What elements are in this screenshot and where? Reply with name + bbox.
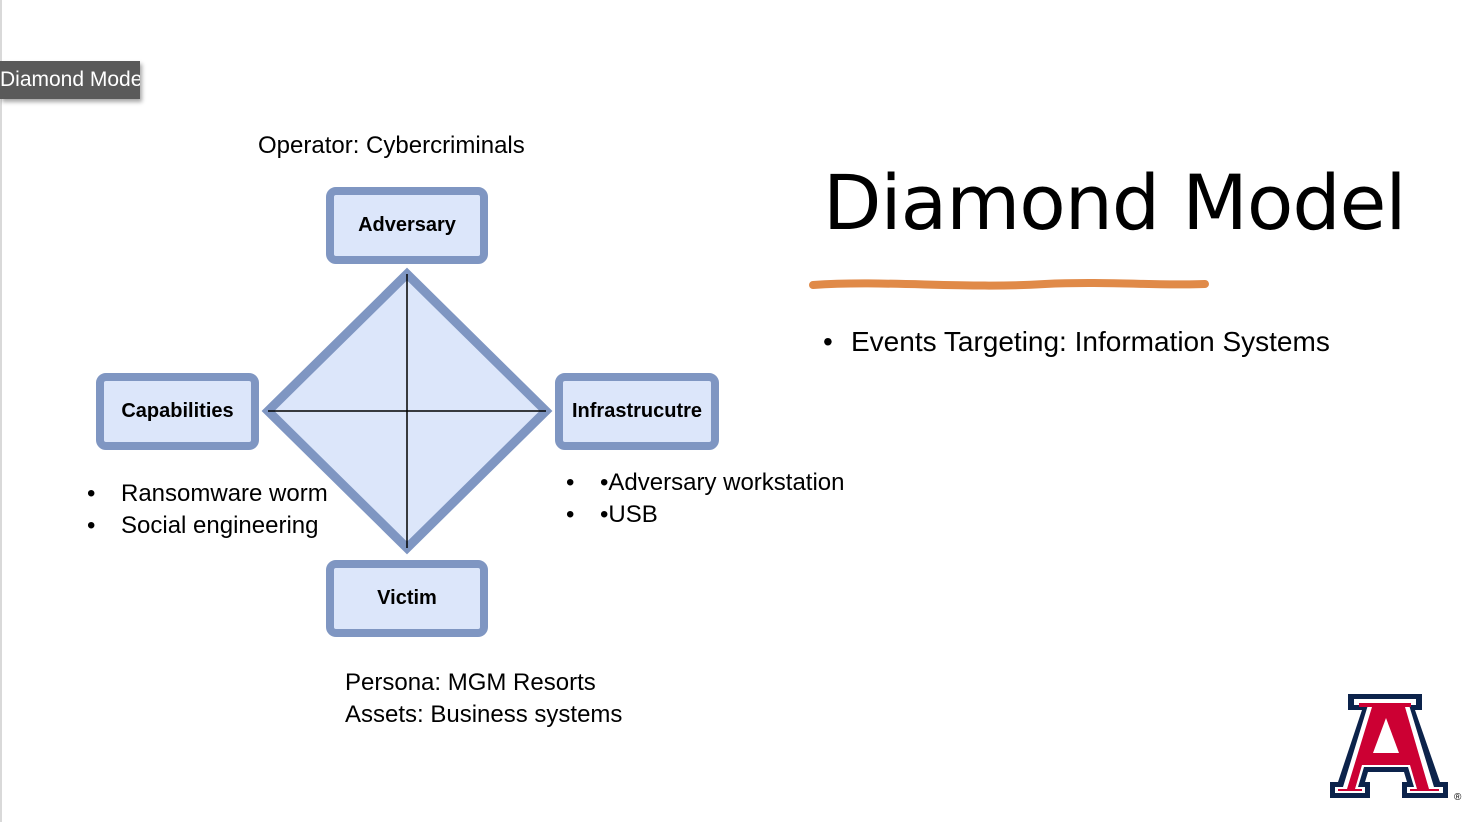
victim-info: Persona: MGM Resorts Assets: Business sy…: [345, 667, 622, 731]
victim-assets: Assets: Business systems: [345, 701, 623, 728]
victim-persona: Persona: MGM Resorts: [345, 669, 596, 696]
list-item: Social engineering: [87, 510, 328, 542]
list-item: Ransomware worm: [87, 478, 328, 510]
slide-title: Diamond Model: [823, 158, 1406, 247]
title-bullets: Events Targeting: Information Systems: [823, 325, 1330, 359]
infrastructure-list: •Adversary workstation •USB: [566, 467, 845, 531]
node-victim: Victim: [326, 560, 488, 637]
registered-mark: ®: [1454, 792, 1462, 803]
capabilities-list: Ransomware worm Social engineering: [87, 478, 328, 542]
node-adversary: Adversary: [326, 187, 488, 264]
title-underline: [809, 279, 1209, 290]
node-capabilities: Capabilities: [96, 373, 259, 450]
slide-title-tab[interactable]: Diamond Model: [0, 61, 140, 99]
list-item: •USB: [566, 499, 845, 531]
window-edge: [0, 0, 2, 822]
operator-label: Operator: Cybercriminals: [258, 132, 525, 159]
list-item: •Adversary workstation: [566, 467, 845, 499]
node-infrastructure: Infrastrucutre: [555, 373, 719, 450]
list-item: Events Targeting: Information Systems: [823, 325, 1330, 359]
university-of-arizona-a-logo: ®: [1330, 694, 1462, 803]
